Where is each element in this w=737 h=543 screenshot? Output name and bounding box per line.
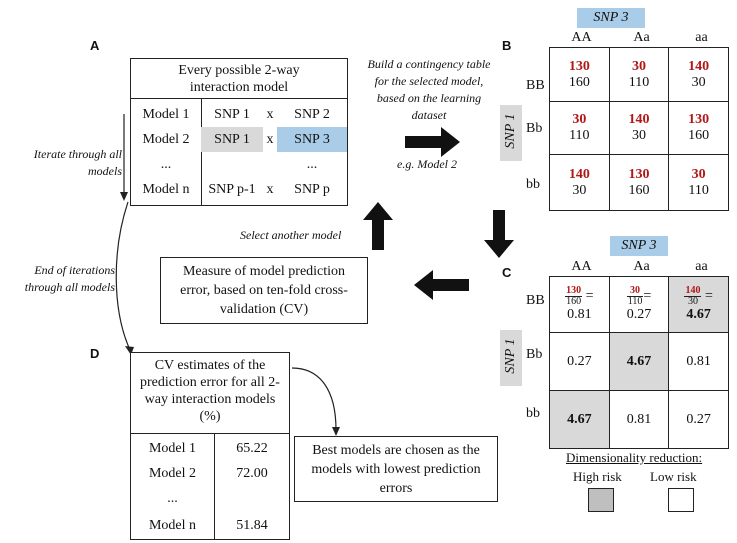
model-list-box: Every possible 2-way interaction model M… xyxy=(130,58,348,206)
model-snp-first xyxy=(201,152,263,177)
col-header: aa xyxy=(695,30,708,45)
ratio-cell: 0.27 xyxy=(549,332,610,391)
ratio-cell: 0.81 xyxy=(668,332,729,391)
model-snp-first: SNP p-1 xyxy=(208,181,256,197)
build-table-label: Build a contingency table for the select… xyxy=(367,57,491,122)
row-header: bb xyxy=(526,177,540,192)
model-row: ... ... xyxy=(131,152,347,177)
model-row: Model 2 SNP 1 x SNP 3 xyxy=(131,127,347,152)
end-iterations-curve-arrow xyxy=(115,201,134,355)
cv-model-name: Model n xyxy=(148,518,197,533)
model-row: Model n SNP p-1 x SNP p xyxy=(131,177,347,202)
model-snp-second: ... xyxy=(306,156,318,172)
ratio-cell-high-risk: 4.67 xyxy=(608,332,670,391)
cv-estimates-box: CV estimates of the prediction error for… xyxy=(130,352,290,540)
legend-low-label: Low risk xyxy=(650,469,697,484)
col-header: AA xyxy=(571,259,592,274)
col-header: Aa xyxy=(633,30,650,45)
model-name: ... xyxy=(160,156,172,172)
row-header: bb xyxy=(526,406,540,421)
panel-c-row-title: SNP 1 xyxy=(500,330,522,386)
cv-model-name: Model 1 xyxy=(148,441,197,456)
ratio-cell: 0.27 xyxy=(668,390,729,449)
left-thick-arrow-icon xyxy=(414,270,469,300)
right-thick-arrow-icon xyxy=(405,127,460,157)
cv-value: 72.00 xyxy=(236,466,268,481)
times-symbol: x xyxy=(266,106,274,122)
model-snp-first: SNP 1 xyxy=(214,106,250,122)
panel-label-a: A xyxy=(90,38,100,53)
times-symbol: x xyxy=(266,131,274,147)
iterate-down-arrow xyxy=(120,114,128,201)
model-row: Model 1 SNP 1 x SNP 2 xyxy=(131,102,347,127)
model-name: Model n xyxy=(142,181,190,197)
example-label: e.g. Model 2 xyxy=(397,157,457,171)
measure-error-box: Measure of model prediction error, based… xyxy=(160,257,368,324)
row-header: BB xyxy=(526,293,545,308)
model-name: Model 2 xyxy=(142,131,190,147)
cv-value: 65.22 xyxy=(236,441,268,456)
model-list-header: Every possible 2-way interaction model xyxy=(131,59,347,99)
best-models-curve-arrow xyxy=(291,367,340,436)
cv-value: 51.84 xyxy=(236,518,268,533)
col-header: AA xyxy=(571,30,592,45)
model-snp-second-highlight: SNP 3 xyxy=(277,127,347,152)
iterate-label: Iterate through all models xyxy=(33,147,122,178)
ratio-cell-high-risk: 4.67 xyxy=(549,390,610,449)
cv-estimates-header: CV estimates of the prediction error for… xyxy=(131,353,289,434)
model-name: Model 1 xyxy=(142,106,190,122)
times-symbol: x xyxy=(266,181,274,197)
panel-label-d: D xyxy=(90,346,100,361)
legend-low-swatch xyxy=(668,488,694,512)
panel-c-column-title: SNP 3 xyxy=(610,236,668,256)
model-list-table: Model 1 SNP 1 x SNP 2 Model 2 SNP 1 x SN… xyxy=(131,102,347,202)
model-snp-second: SNP p xyxy=(294,181,330,197)
col-header: Aa xyxy=(633,259,650,274)
row-header: Bb xyxy=(526,347,543,362)
times-symbol xyxy=(263,152,277,177)
legend-high-label: High risk xyxy=(573,469,622,484)
down-thick-arrow-icon xyxy=(484,210,514,258)
col-header: aa xyxy=(695,259,708,274)
panel-label-b: B xyxy=(502,38,512,53)
legend-title: Dimensionality reduction: xyxy=(566,450,703,465)
model-snp-second: SNP 2 xyxy=(294,106,330,122)
end-iterations-label: End of iterations through all models xyxy=(24,263,115,294)
row-header: Bb xyxy=(526,121,543,136)
model-snp-first-highlight: SNP 1 xyxy=(201,127,263,152)
legend-high-swatch xyxy=(588,488,614,512)
cv-model-name: Model 2 xyxy=(148,466,197,481)
up-thick-arrow-icon xyxy=(363,202,393,250)
panel-b-row-title: SNP 1 xyxy=(500,105,522,161)
ratio-cell: 0.81 xyxy=(608,390,670,449)
cv-model-name: ... xyxy=(167,491,178,506)
best-models-box: Best models are chosen as the models wit… xyxy=(294,436,498,502)
panel-b-column-title: SNP 3 xyxy=(577,8,645,28)
row-header: BB xyxy=(526,78,545,93)
panel-label-c: C xyxy=(502,265,512,280)
select-another-label: Select another model xyxy=(240,228,342,242)
